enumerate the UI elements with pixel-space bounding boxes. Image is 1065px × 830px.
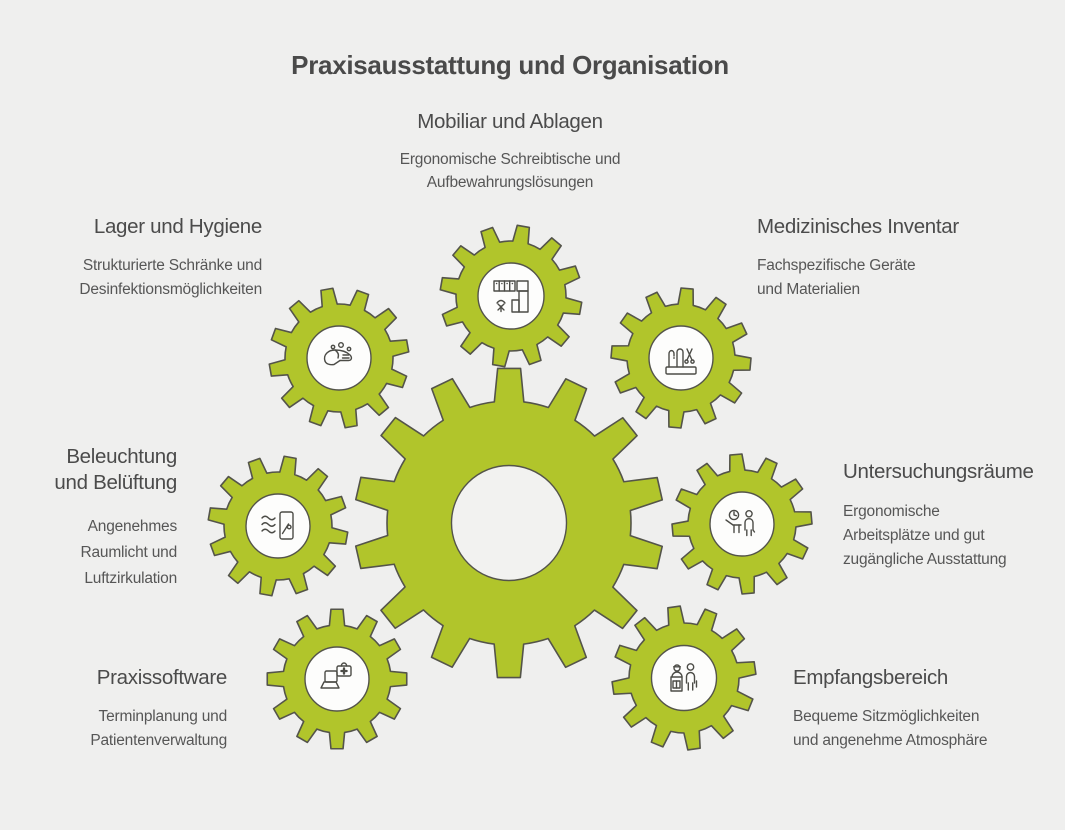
- medical-instruments-icon: [665, 348, 697, 375]
- item-label-lager: Lager und Hygiene: [93, 215, 262, 238]
- air-ventilation-icon: [261, 511, 294, 540]
- item-desc-beleuchtung: Angenehmes Raumlicht und Luftzirkulation: [80, 518, 178, 587]
- page-title: Praxisausstattung und Organisation: [291, 50, 729, 80]
- item-desc-medizin: Fachspezifische Geräte und Materialien: [757, 257, 916, 298]
- examination-room-icon: [725, 509, 756, 537]
- reception-desk-icon: [670, 663, 698, 692]
- item-label-empfang: Empfangsbereich: [793, 666, 949, 689]
- item-desc-mobiliar: Ergonomische Schreibtische und Aufbewahr…: [399, 151, 621, 191]
- item-label-software: Praxissoftware: [96, 666, 228, 689]
- gear-lager: [268, 287, 410, 429]
- item-label-medizin: Medizinisches Inventar: [757, 215, 959, 238]
- medical-laptop-icon: [320, 662, 352, 689]
- item-desc-untersuchung: Ergonomische Arbeitsplätze und gut zugän…: [843, 503, 1007, 568]
- item-desc-lager: Strukturierte Schränke und Desinfektions…: [79, 257, 262, 298]
- item-label-mobiliar: Mobiliar und Ablagen: [417, 110, 603, 133]
- gear-central: [354, 367, 664, 679]
- item-label-untersuchung: Untersuchungsräume: [843, 460, 1034, 483]
- hand-washing-icon: [323, 341, 353, 366]
- item-desc-empfang: Bequeme Sitzmöglichkeiten und angenehme …: [793, 708, 988, 749]
- item-label-beleuchtung: Beleuchtung und Belüftung: [54, 445, 177, 494]
- gear-medizin: [610, 287, 752, 429]
- item-desc-software: Terminplanung und Patientenverwaltung: [90, 708, 227, 749]
- gear-beleuchtung: [207, 455, 349, 597]
- gear-mobiliar: [439, 224, 583, 368]
- gear-software: [266, 608, 408, 750]
- gear-untersuchung: [671, 453, 813, 595]
- gear-empfang: [611, 605, 757, 751]
- desk-floorplan-icon: [493, 280, 529, 313]
